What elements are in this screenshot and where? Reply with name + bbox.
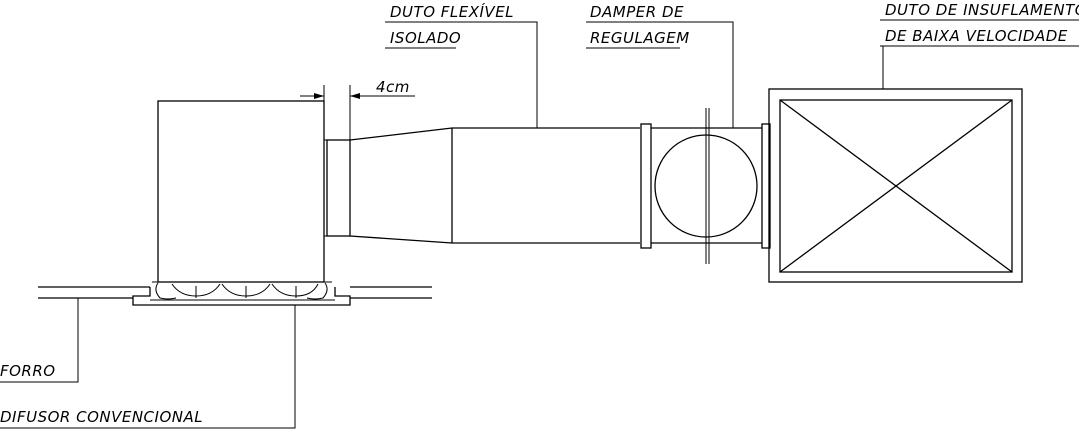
damper [640,108,771,264]
supply-duct-section [768,88,1023,283]
label-duto-insuflamento-2: DE BAIXA VELOCIDADE [885,27,1068,45]
label-damper-1: DAMPER DE [590,3,684,21]
label-damper-2: REGULAGEM [590,29,690,47]
dimension-label: 4cm [376,78,410,96]
dimension-4cm: 4cm [300,78,415,140]
leader-duto-flexivel: DUTO FLEXÍVEL ISOLADO [385,2,538,128]
leader-damper: DAMPER DE REGULAGEM [586,3,734,128]
flexible-duct [326,127,640,244]
leader-forro: FORRO [0,298,79,383]
label-forro: FORRO [0,362,56,380]
label-difusor: DIFUSOR CONVENCIONAL [0,408,203,426]
leader-duto-insuflamento: DUTO DE INSUFLAMENTO DE BAIXA VELOCIDADE [880,1,1079,89]
diffuser [132,281,351,306]
label-duto-flexivel-2: ISOLADO [390,29,461,47]
label-duto-flexivel-1: DUTO FLEXÍVEL [390,2,514,21]
ceiling-lines [38,286,432,299]
label-duto-insuflamento-1: DUTO DE INSUFLAMENTO [885,1,1079,19]
plenum-box [157,100,325,283]
leader-difusor: DIFUSOR CONVENCIONAL [0,305,296,429]
